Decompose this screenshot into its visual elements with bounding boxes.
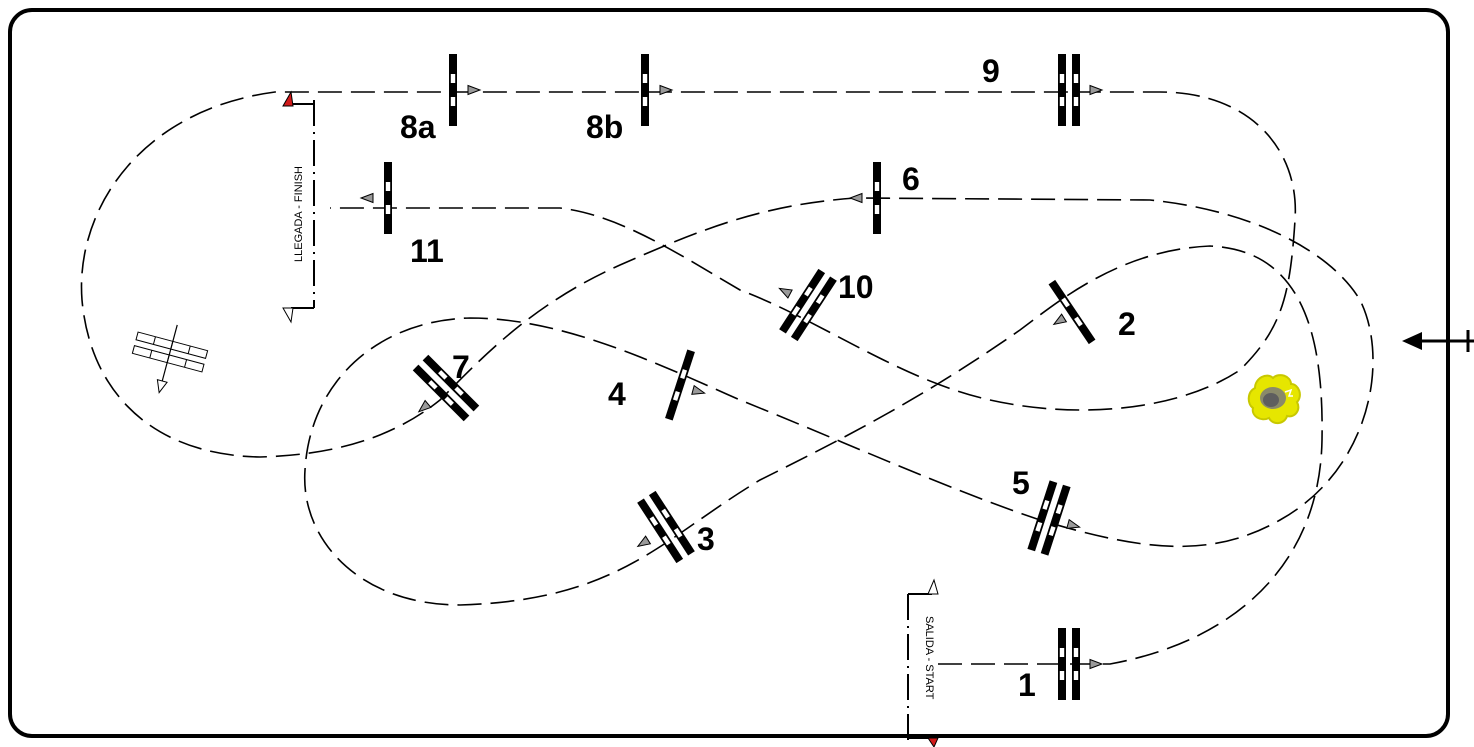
obstacle-2-number: 2	[1118, 306, 1136, 342]
finish-flag-red	[282, 90, 294, 107]
obstacle-8a-number: 8a	[400, 109, 436, 145]
obstacle-6-number: 6	[902, 161, 920, 197]
tree-icon	[1247, 374, 1301, 424]
obstacle-3-number: 3	[697, 521, 715, 557]
obstacle-6: 6	[849, 161, 920, 234]
start-label: SALIDA - START	[923, 616, 935, 700]
start-flag-red	[927, 737, 939, 747]
obstacle-3: 3	[634, 491, 715, 563]
spare-obstacle	[131, 324, 209, 394]
obstacle-5: 5	[1012, 465, 1082, 556]
obstacle-8b: 8b	[586, 54, 673, 145]
obstacle-10-number: 10	[838, 269, 874, 305]
obstacle-9-number: 9	[982, 53, 1000, 89]
obstacle-5-number: 5	[1012, 465, 1030, 501]
entrance-arrow-icon	[1402, 330, 1474, 352]
start-flag-white	[927, 578, 939, 595]
obstacle-7-number: 7	[452, 349, 470, 385]
finish-flag-white	[282, 307, 294, 324]
obstacle-11: 11	[360, 162, 444, 269]
obstacle-11-number: 11	[410, 233, 444, 269]
obstacle-8a: 8a	[400, 54, 481, 145]
obstacle-9: 9	[982, 53, 1103, 126]
obstacle-2: 2	[1049, 280, 1136, 344]
start-line: SALIDA - START	[907, 578, 939, 747]
obstacle-1: 1	[1018, 628, 1103, 703]
obstacle-10: 10	[776, 269, 874, 341]
arena-border	[8, 8, 1450, 738]
finish-label: LLEGADA - FINISH	[293, 166, 305, 262]
course-track	[80, 91, 1374, 665]
obstacle-4: 4	[608, 350, 707, 421]
obstacle-1-number: 1	[1018, 667, 1036, 703]
obstacle-7: 7	[413, 349, 479, 421]
finish-line: LLEGADA - FINISH	[282, 90, 315, 324]
obstacle-4-number: 4	[608, 376, 626, 412]
obstacle-8b-number: 8b	[586, 109, 623, 145]
